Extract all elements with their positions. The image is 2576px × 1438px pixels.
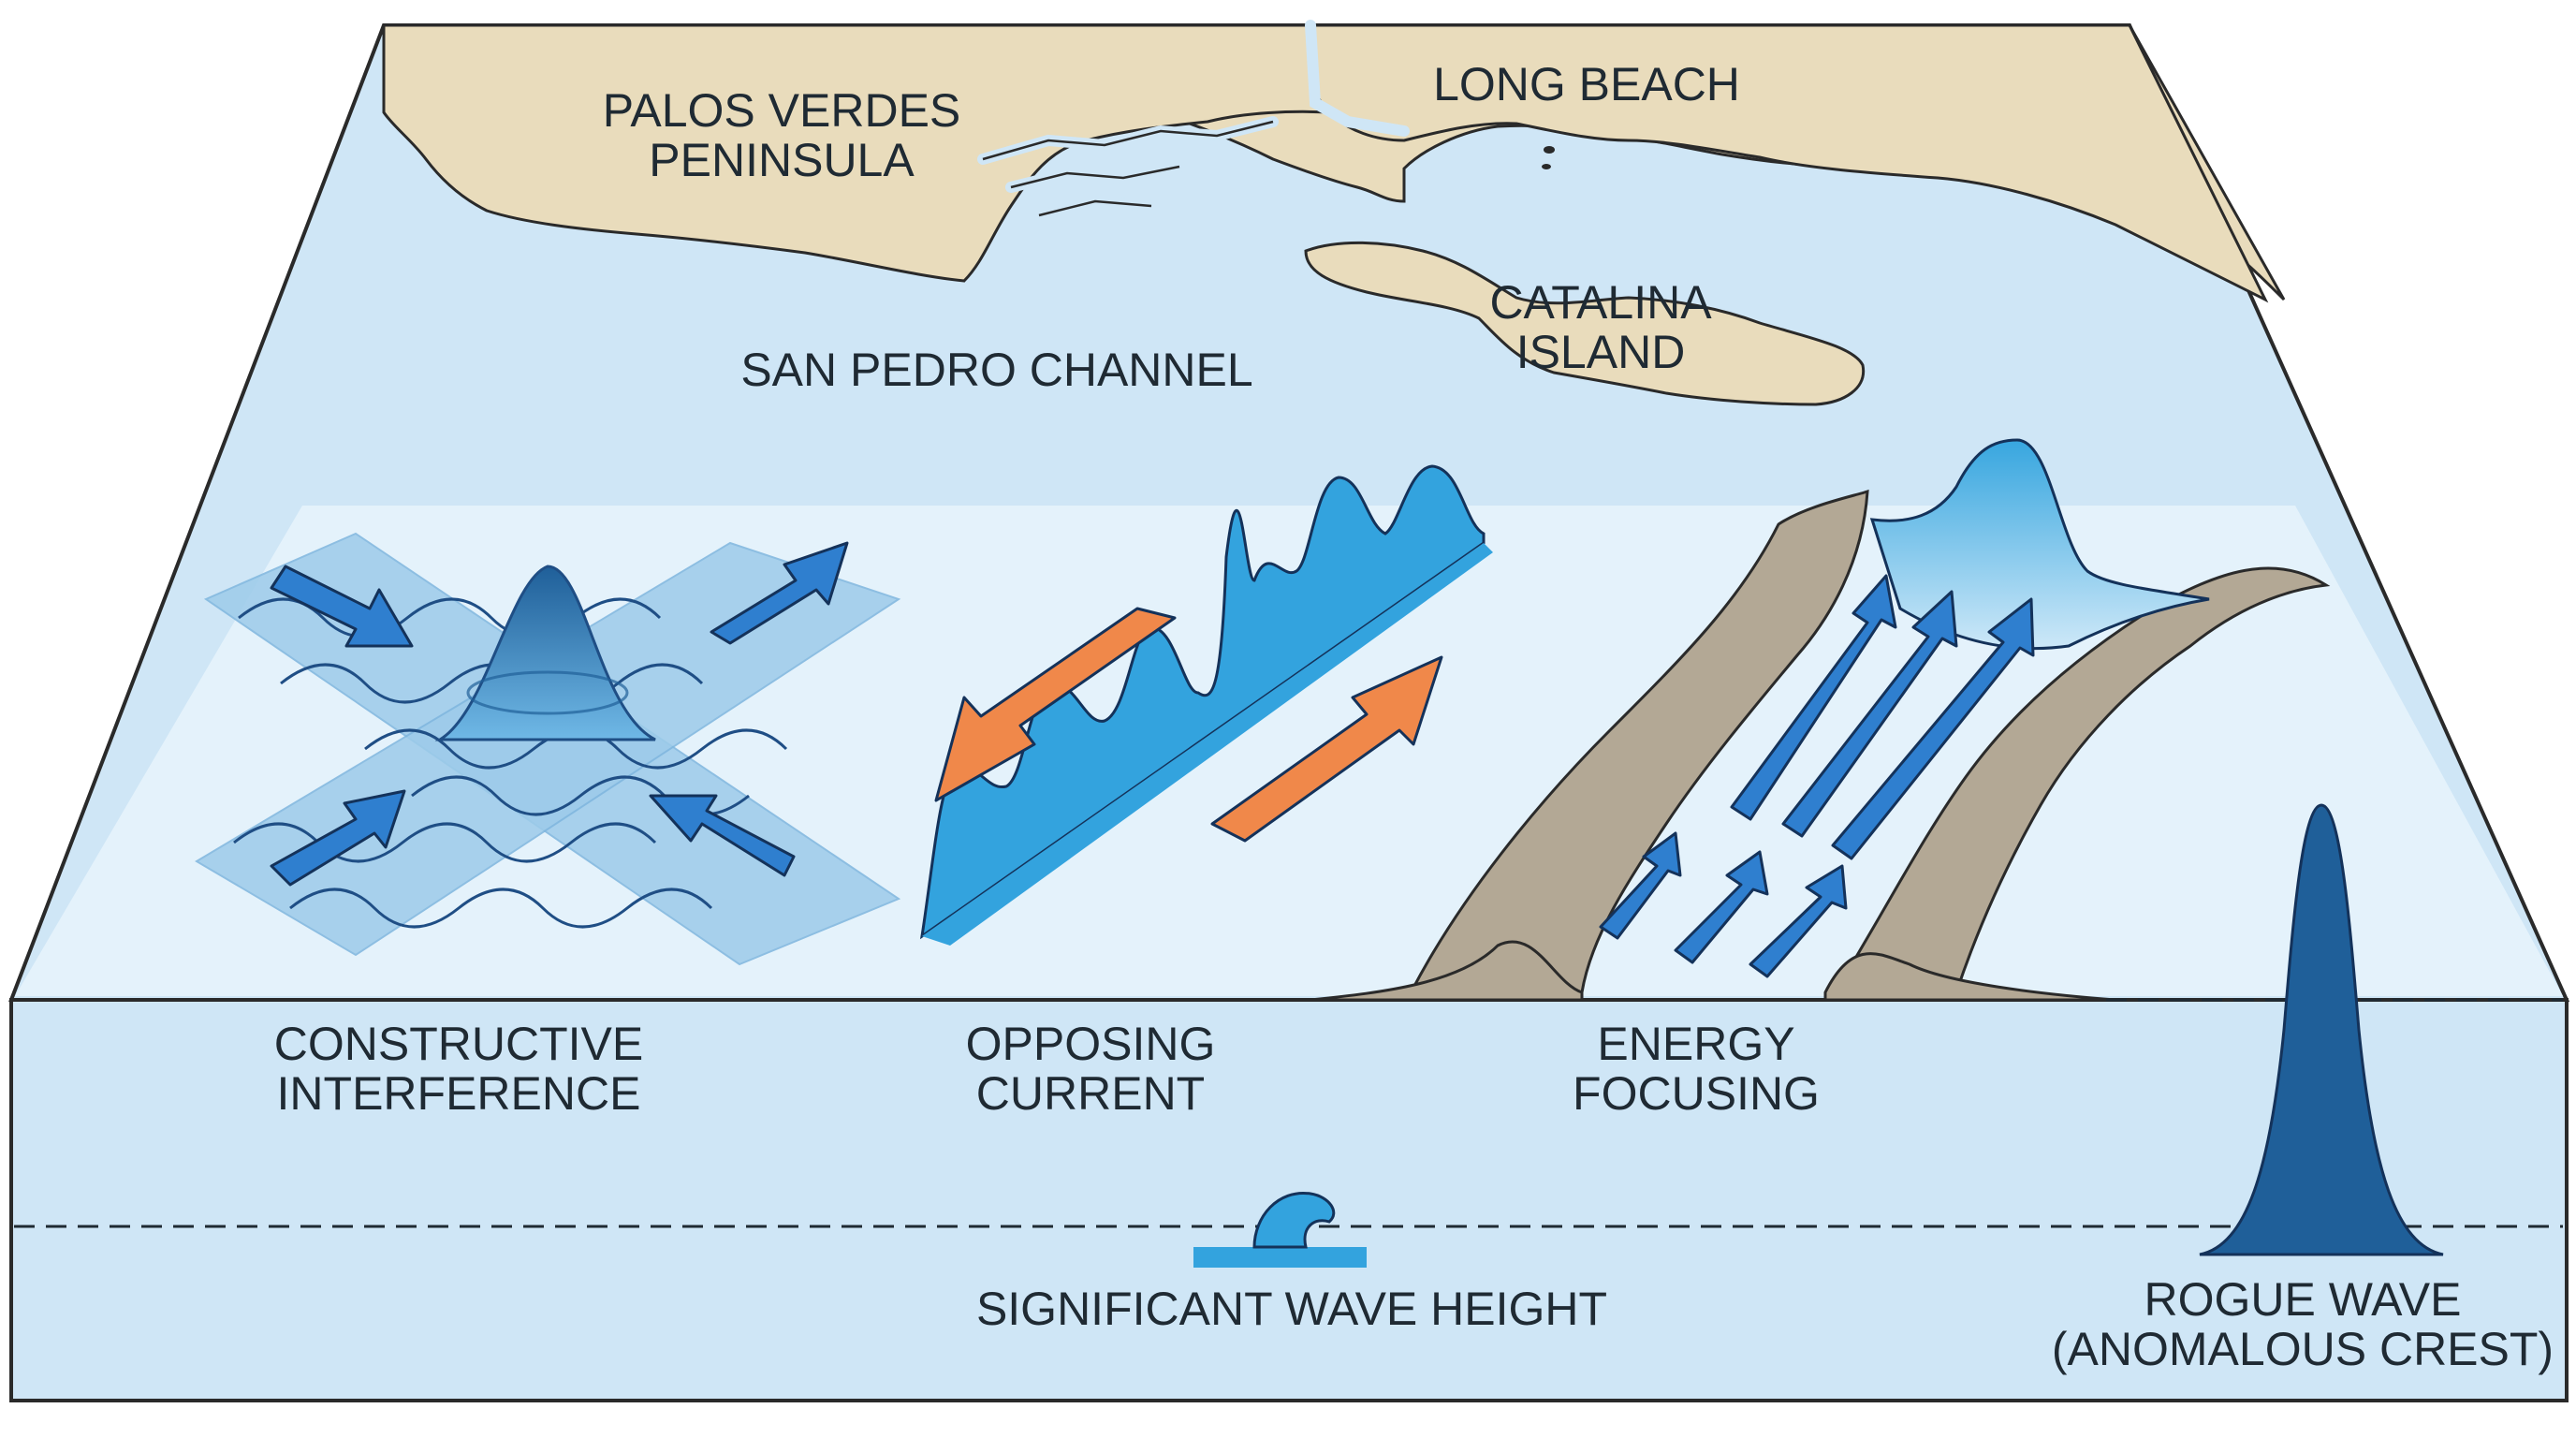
interference-peak [434, 565, 656, 741]
focusing-label-line2: FOCUSING [1573, 1067, 1820, 1120]
focusing-arrow [1781, 590, 1958, 838]
seabed-ridge-left [1411, 489, 1869, 994]
opposing-label-line2: CURRENT [976, 1067, 1205, 1120]
wave-line [289, 888, 713, 929]
long-beach-label: LONG BEACH [1433, 58, 1740, 110]
wave-line [238, 597, 662, 638]
catalina-label-line2: ISLAND [1516, 326, 1686, 378]
focusing-arrow [1599, 831, 1682, 940]
rogue-wave-label-line2: (ANOMALOUS CREST) [2052, 1323, 2554, 1375]
seabed-floor [1310, 940, 2116, 1002]
rogue-wave-crest [2199, 803, 2444, 1256]
focusing-arrow [1749, 864, 1848, 978]
opposing-current-illustration [919, 464, 1493, 946]
peak-ring [466, 670, 629, 715]
constructive-interference-illustration [195, 532, 901, 966]
wave-direction-arrow [649, 794, 796, 877]
current-arrow-orange [934, 607, 1177, 802]
focusing-label-line1: ENERGY [1597, 1018, 1794, 1070]
palos-verdes-landmass [382, 23, 1333, 283]
energy-focusing-illustration [1310, 438, 2331, 1002]
harbor-outline [982, 120, 1274, 217]
wave-train [919, 464, 1486, 940]
wave-direction-arrow [270, 565, 414, 648]
small-island [1544, 146, 1555, 154]
small-island [1542, 164, 1551, 169]
catalina-island [1304, 241, 1866, 406]
focusing-arrow [1730, 574, 1897, 821]
seabed-ridge-right [1832, 566, 2331, 994]
constructive-label-line2: INTERFERENCE [277, 1067, 641, 1120]
wave-direction-arrow [710, 541, 849, 645]
constructive-label-line1: CONSTRUCTIVE [274, 1018, 643, 1070]
catalina-label-line1: CATALINA [1489, 276, 1712, 329]
focused-wave-peak [1869, 438, 2210, 651]
rogue-wave-label-line1: ROGUE WAVE [2144, 1273, 2462, 1326]
palos-verdes-label-line2: PENINSULA [649, 134, 915, 186]
long-beach-land [1307, 23, 2269, 303]
palos-verdes-label-line1: PALOS VERDES [603, 84, 961, 137]
wave-icon [1193, 1191, 1367, 1268]
san-pedro-channel-label: SAN PEDRO CHANNEL [740, 344, 1252, 396]
significant-wave-height-label: SIGNIFICANT WAVE HEIGHT [976, 1283, 1607, 1335]
wave-train-base [922, 543, 1493, 946]
wave-line [233, 822, 657, 863]
wave-arrow-orange [1210, 655, 1443, 843]
focusing-arrow [1831, 597, 2035, 860]
wave-direction-arrow [270, 789, 406, 887]
opposing-label-line1: OPPOSING [966, 1018, 1216, 1070]
focusing-arrow [1674, 850, 1769, 964]
